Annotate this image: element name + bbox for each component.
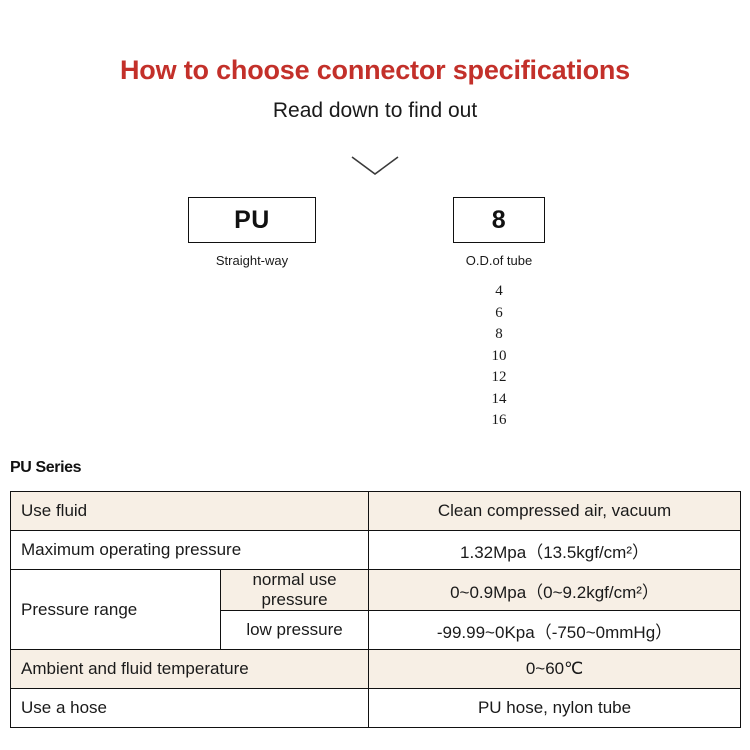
table-row: low pressure -99.99~0Kpa（-750~0mmHg） (11, 610, 742, 650)
spec-label: Ambient and fluid temperature (9, 649, 370, 689)
size-option[interactable]: 12 (491, 369, 507, 385)
size-option-list: 4 6 8 10 12 14 16 (453, 281, 545, 432)
spec-value: 0~60℃ (368, 649, 742, 689)
spec-value: 1.32Mpa（13.5kgf/cm²） (368, 530, 742, 570)
spec-value: -99.99~0Kpa（-750~0mmHg） (368, 610, 742, 650)
series-code-box[interactable]: PU (188, 197, 316, 243)
page-header: How to choose connector specifications R… (0, 0, 750, 123)
series-code-value: PU (234, 205, 270, 234)
spec-sub-label: normal use pressure (219, 569, 370, 611)
size-code-caption: O.D.of tube (465, 253, 533, 268)
spec-sub-label: low pressure (219, 610, 370, 650)
table-row: Maximum operating pressure 1.32Mpa（13.5k… (9, 530, 742, 570)
spec-table: Use fluid Clean compressed air, vacuum M… (9, 491, 742, 728)
size-option[interactable]: 8 (495, 326, 503, 342)
table-row: Ambient and fluid temperature 0~60℃ (9, 649, 742, 689)
size-option[interactable]: 14 (491, 390, 507, 407)
table-row: Use fluid Clean compressed air, vacuum (9, 491, 742, 531)
table-row: Pressure range normal use pressure 0~0.9… (10, 569, 742, 650)
size-option[interactable]: 6 (495, 304, 503, 321)
chevron-down-icon (340, 152, 410, 180)
spec-label: Use a hose (9, 688, 370, 728)
page-subtitle: Read down to find out (272, 99, 478, 122)
spec-value: 0~0.9Mpa（0~9.2kgf/cm²） (368, 569, 742, 611)
spec-value: Clean compressed air, vacuum (368, 491, 742, 531)
table-row: Use a hose PU hose, nylon tube (9, 688, 742, 728)
spec-value: PU hose, nylon tube (368, 688, 742, 728)
size-option[interactable]: 16 (491, 412, 507, 428)
size-code-box[interactable]: 8 (453, 197, 545, 243)
spec-table-heading: PU Series (10, 459, 82, 476)
spec-label-merged: Pressure range (10, 569, 221, 650)
size-code-value: 8 (491, 205, 507, 234)
spec-label: Use fluid (9, 491, 370, 531)
spec-label: Maximum operating pressure (9, 530, 370, 570)
page-title: How to choose connector specifications (120, 55, 630, 85)
series-code-caption: Straight-way (215, 253, 289, 268)
size-option[interactable]: 4 (495, 283, 503, 299)
size-option[interactable]: 10 (491, 347, 507, 364)
